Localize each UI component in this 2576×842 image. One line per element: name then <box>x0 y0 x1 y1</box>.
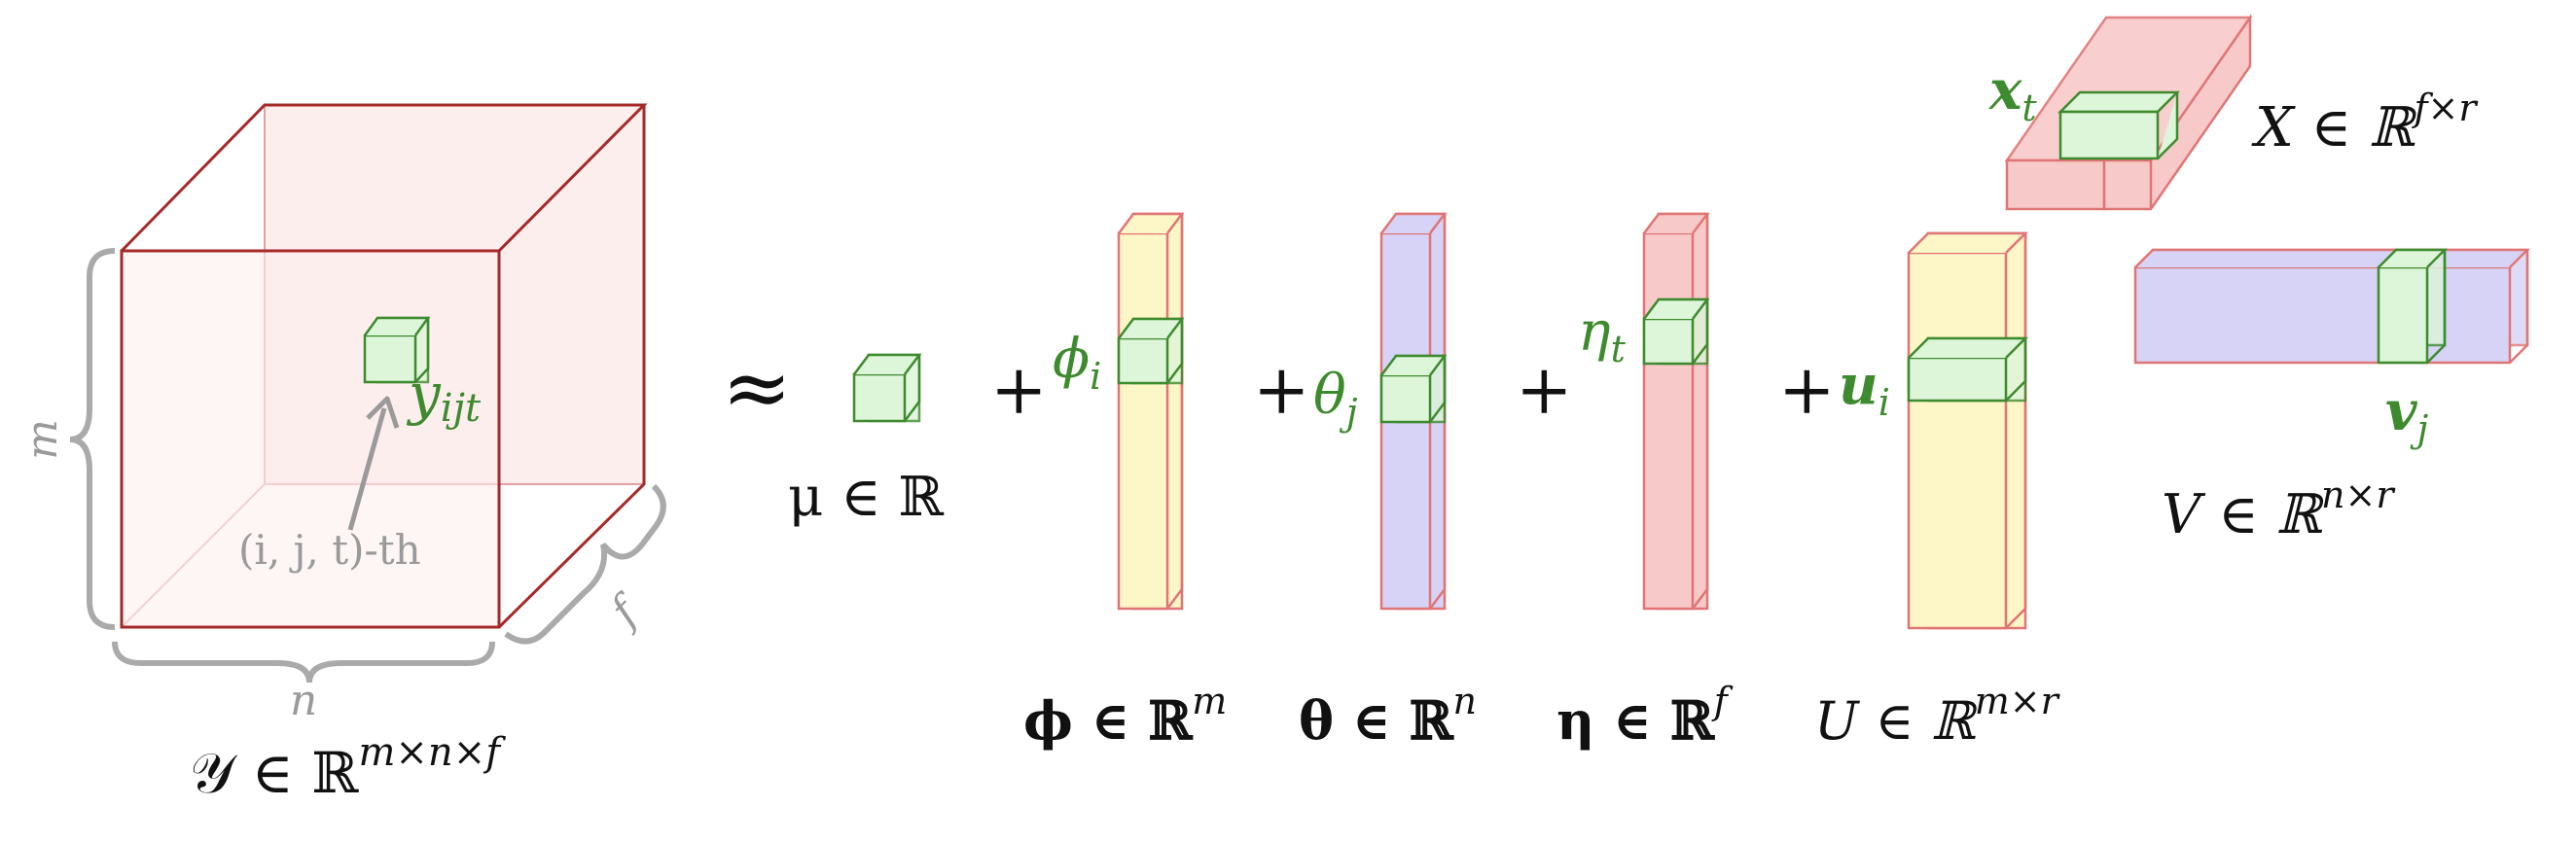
theta-element-cube <box>1379 354 1448 424</box>
tensor-name: 𝒴 ∈ ℝm×n×f <box>190 730 506 806</box>
phi-element-cube <box>1117 317 1185 385</box>
brace-m <box>69 248 116 630</box>
entry-label: yijt <box>406 361 482 431</box>
entry-arrow <box>347 396 400 531</box>
brace-f <box>504 483 666 645</box>
U-label: U ∈ ℝm×r <box>1814 680 2061 752</box>
theta-element-label: θj <box>1313 364 1358 434</box>
U-row-label: ui <box>1839 353 1890 424</box>
theta-label: θ ∈ ℝn <box>1299 680 1477 752</box>
mu-cube <box>852 353 922 423</box>
X-row-label: xt <box>1988 58 2037 129</box>
tensor-top-edge <box>120 103 648 253</box>
eta-vector-bar <box>1642 212 1710 611</box>
mu-label: μ ∈ ℝ <box>788 466 945 529</box>
V-label: V ∈ ℝn×r <box>2162 474 2396 546</box>
V-matrix <box>2133 248 2531 365</box>
tensor-right-edge <box>497 105 646 629</box>
X-label: X ∈ ℝf×r <box>2251 87 2479 159</box>
tensor-cube <box>120 103 648 629</box>
phi-label: ϕ ∈ ℝm <box>1023 680 1227 752</box>
plus-sign: + <box>990 350 1048 430</box>
approx-sign: ≈ <box>722 339 792 437</box>
tensor-front-face <box>120 249 501 629</box>
brace-n <box>112 641 495 684</box>
plus-sign: + <box>1516 350 1573 430</box>
U-matrix <box>1907 231 2029 630</box>
plus-sign: + <box>1778 350 1836 430</box>
tensor-entry-cube <box>363 316 431 384</box>
X-row-slab <box>2057 90 2181 160</box>
phi-vector-bar <box>1117 212 1185 611</box>
phi-element-label: ϕi <box>1053 328 1101 398</box>
eta-element-label: ηt <box>1578 300 1627 370</box>
plus-sign: + <box>1253 350 1310 430</box>
V-column-slab <box>2377 248 2449 365</box>
eta-element-cube <box>1642 298 1710 366</box>
eta-label: η ∈ ℝf <box>1556 680 1734 752</box>
dim-m-label: m <box>18 419 67 460</box>
dim-f-label: f <box>599 584 652 637</box>
U-row-slab <box>1907 336 2029 403</box>
entry-note: (i, j, t)-th <box>238 526 421 574</box>
dim-n-label: n <box>290 676 317 725</box>
V-column-label: vj <box>2385 379 2429 450</box>
